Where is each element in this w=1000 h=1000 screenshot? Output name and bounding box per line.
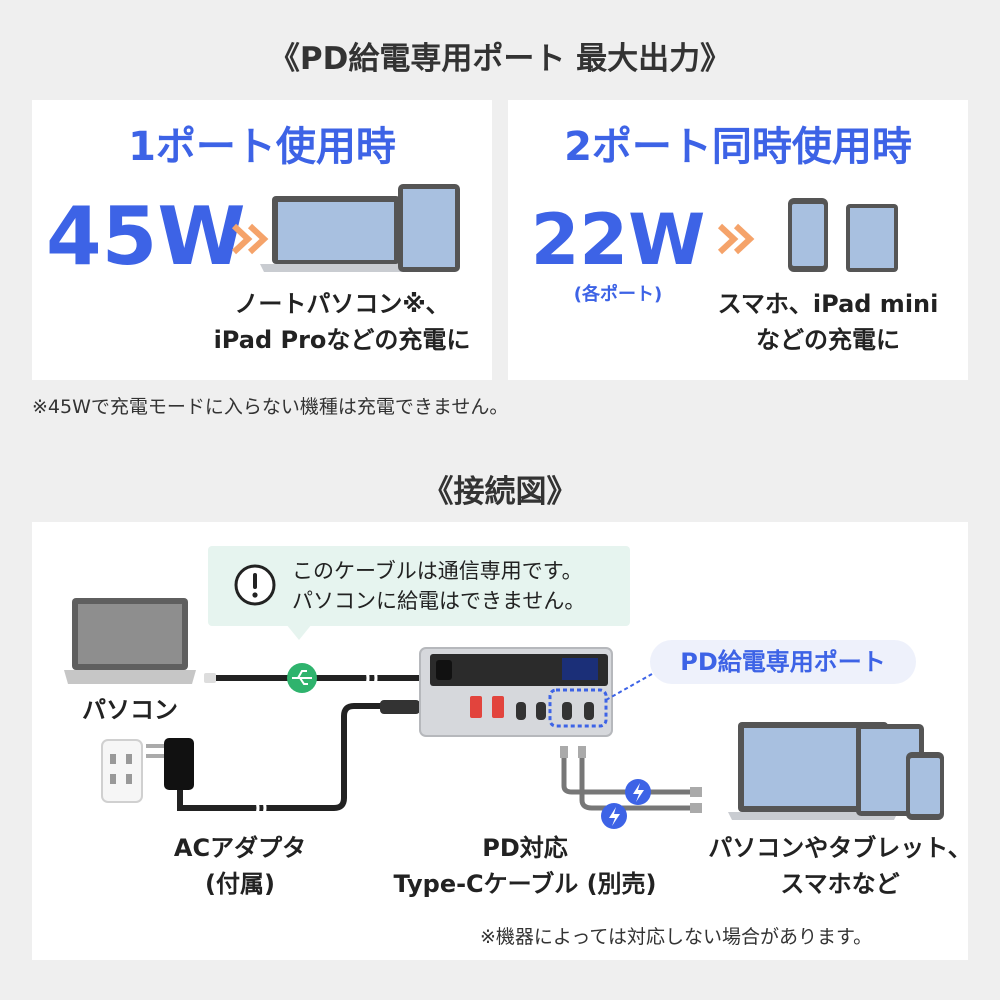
callout-line2: パソコンに給電はできません。 [292,589,586,613]
pd-port-label: PD給電専用ポート [650,640,916,684]
callout-line1: このケーブルは通信専用です。 [292,559,583,583]
two-port-desc-line2: などの充電に [756,326,900,354]
panel-two-port: 2ポート同時使用時 22W (各ポート) スマホ、iPad mini などの充電… [508,100,968,380]
usb-hub-device [419,647,613,737]
callout-pointer [286,624,312,640]
label-cable-line2: Type-Cケーブル (別売) [393,870,657,898]
arrow-right-icon [231,223,269,255]
section-title-connection: 《接続図》 [422,474,578,510]
one-port-watts: 45W [46,190,246,283]
arrow-right-icon [717,223,755,255]
two-port-heading: 2ポート同時使用時 [564,124,912,170]
two-port-watts: 22W [530,199,706,281]
laptop-tablet-icon [260,184,460,272]
pd-cables [560,746,702,829]
one-port-desc-line2: iPad Proなどの充電に [213,326,471,354]
section-title-max-output: 《PD給電専用ポート 最大出力》 [268,41,732,77]
ac-cable [177,703,410,811]
label-pc: パソコン [82,696,178,724]
warning-icon [234,564,276,606]
phone-tablet-icon [788,198,898,272]
one-port-heading: 1ポート使用時 [128,124,396,170]
panel-one-port: 1ポート使用時 45W ノートパソコン※、 iPad Proなどの充電に [32,100,492,380]
ac-adapter-icon [146,738,194,790]
two-port-per-port: (各ポート) [573,284,663,305]
callout-box [208,546,630,626]
label-devices-line2: スマホなど [780,870,900,898]
devices-icon [728,722,944,820]
wall-outlet-icon [101,739,143,803]
label-adapter-line2: (付属) [205,870,275,898]
one-port-desc-line1: ノートパソコン※、 [234,290,450,318]
label-devices-line1: パソコンやタブレット、 [708,834,972,862]
footnote-45w: ※45Wで充電モードに入らない機種は充電できません。 [32,396,509,418]
two-port-desc-line1: スマホ、iPad mini [717,290,939,318]
footnote-compat: ※機器によっては対応しない場合があります。 [480,926,873,948]
label-adapter-line1: ACアダプタ [173,834,307,862]
pc-laptop-icon [64,598,196,684]
label-cable-line1: PD対応 [482,834,568,862]
